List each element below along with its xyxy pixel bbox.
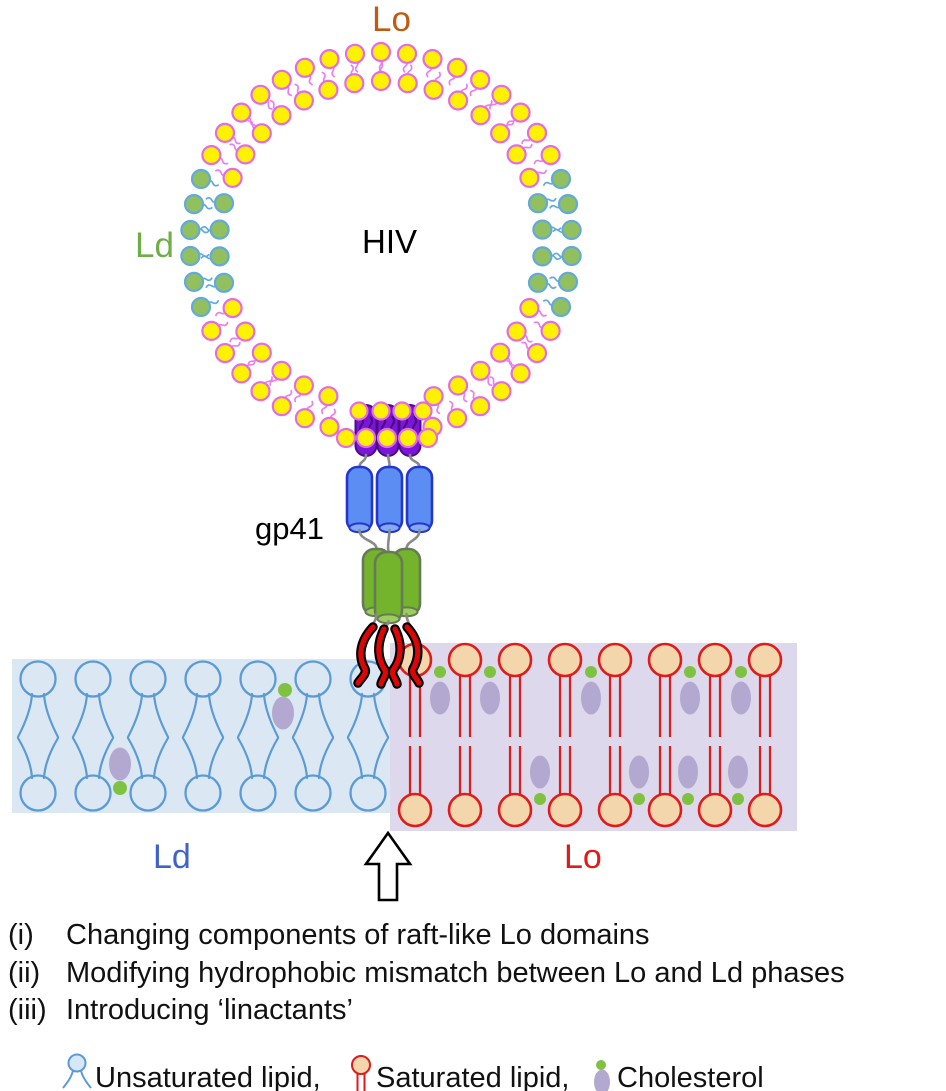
gp41-nhr-cylinder <box>375 465 404 534</box>
list-item-text: Introducing ‘linactants’ <box>66 994 353 1026</box>
cholesterol-molecules <box>109 683 294 795</box>
membrane-ld-phase <box>12 659 390 813</box>
ld-domain-virion-label: Ld <box>135 226 174 265</box>
legend-label-saturated: Saturated lipid, <box>376 1062 570 1091</box>
saturated-lipid-icon <box>351 1055 371 1091</box>
unsaturated-lipids <box>16 660 390 812</box>
up-arrow <box>363 830 413 902</box>
gp41-label: gp41 <box>255 511 324 546</box>
legend-label-cholesterol: Cholesterol <box>617 1062 764 1091</box>
list-item: (i) Changing components of raft-like Lo … <box>8 919 845 957</box>
gp41-tm-capsules <box>335 401 439 457</box>
gp41-chr-cylinder <box>373 550 404 625</box>
unsaturated-lipid-icon <box>62 1053 92 1089</box>
lipid-heads <box>180 41 582 437</box>
lo-domain-virion-label: Lo <box>372 0 411 39</box>
gp41-nhr-cylinder <box>345 465 374 534</box>
list-item-numeral: (iii) <box>8 994 47 1026</box>
strategy-list: (i) Changing components of raft-like Lo … <box>8 919 845 1032</box>
cholesterol-icon <box>594 1060 610 1091</box>
hiv-virion-envelope <box>180 41 582 457</box>
gp41-nhr-cylinder <box>405 465 434 534</box>
list-item: (iii) Introducing ‘linactants’ <box>8 994 845 1032</box>
fusion-peptide-hooks <box>353 622 424 689</box>
membrane-lo-phase <box>390 642 797 831</box>
cholesterol-molecules <box>430 666 751 805</box>
list-item: (ii) Modifying hydrophobic mismatch betw… <box>8 957 845 995</box>
ld-phase-label: Ld <box>153 838 191 876</box>
list-item-numeral: (i) <box>8 919 34 951</box>
lo-phase-label: Lo <box>564 838 602 876</box>
list-item-text: Modifying hydrophobic mismatch between L… <box>66 956 845 989</box>
list-item-text: Changing components of raft-like Lo doma… <box>66 919 650 951</box>
hiv-label: HIV <box>362 223 418 260</box>
legend-label-unsaturated: Unsaturated lipid, <box>95 1062 321 1091</box>
list-item-numeral: (ii) <box>8 956 41 989</box>
gp41-complex <box>345 453 434 689</box>
saturated-lipids <box>397 642 783 828</box>
